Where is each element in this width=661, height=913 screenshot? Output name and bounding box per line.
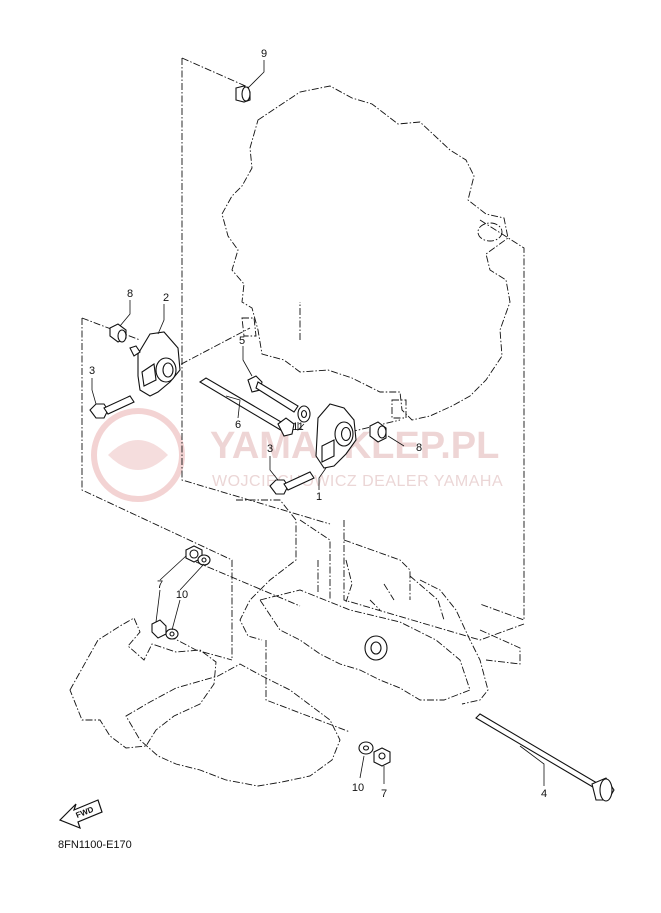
- callout-7-left: 7: [157, 579, 163, 591]
- lower-frame-left: [69, 617, 217, 749]
- washer-11: [297, 405, 311, 423]
- nut-8-right: [369, 421, 387, 443]
- callout-3-left: 3: [89, 365, 95, 377]
- callout-6: 6: [235, 419, 241, 431]
- diagram-code: 8FN1100-E170: [58, 839, 132, 851]
- callout-4: 4: [541, 788, 547, 800]
- callout-3-right: 3: [267, 443, 273, 455]
- callout-8-right: 8: [416, 442, 422, 454]
- mount-bushing: [364, 635, 388, 661]
- engine-mount-2: [137, 331, 181, 397]
- engine-outline: [221, 85, 511, 421]
- nut-7-lower: [151, 619, 167, 639]
- lower-frame-right: [125, 663, 341, 787]
- washer-10-lower: [165, 628, 179, 640]
- callout-1: 1: [316, 491, 322, 503]
- callout-numbers: 9 2 8 3 5 6 11 3 8 1 7 10 10 7 4: [89, 48, 547, 800]
- washer-10-bottom: [358, 741, 374, 755]
- washer-10-upper: [197, 554, 211, 566]
- callout-5: 5: [239, 335, 245, 347]
- callout-11: 11: [292, 421, 303, 433]
- bolt-5: [247, 375, 299, 413]
- mount-casting: [259, 589, 471, 701]
- engine-mount-1: [315, 403, 357, 469]
- long-bolt-4: [475, 713, 615, 802]
- forward-arrow-icon: FWD: [58, 799, 103, 830]
- leader-lines: [91, 60, 545, 786]
- callout-10-bottom: 10: [352, 782, 364, 794]
- nut-8-left: [109, 323, 141, 357]
- nut-7-bottom: [373, 747, 391, 767]
- bolt-3-left: [89, 395, 135, 419]
- phantom-frame-left: [181, 58, 331, 525]
- engine-port: [477, 222, 503, 242]
- callout-2: 2: [163, 292, 169, 304]
- callout-10-left: 10: [176, 589, 188, 601]
- callout-8-left: 8: [127, 288, 133, 300]
- phantom-frame-top: [181, 57, 251, 89]
- callout-7-bottom: 7: [381, 788, 387, 800]
- watermark-subtitle: WOJCIECHOWICZ DEALER YAMAHA: [212, 473, 503, 490]
- through-bolt-6: [198, 377, 295, 437]
- bolt-9: [235, 85, 251, 103]
- callout-9: 9: [261, 48, 267, 60]
- bolt-3-right: [269, 471, 315, 495]
